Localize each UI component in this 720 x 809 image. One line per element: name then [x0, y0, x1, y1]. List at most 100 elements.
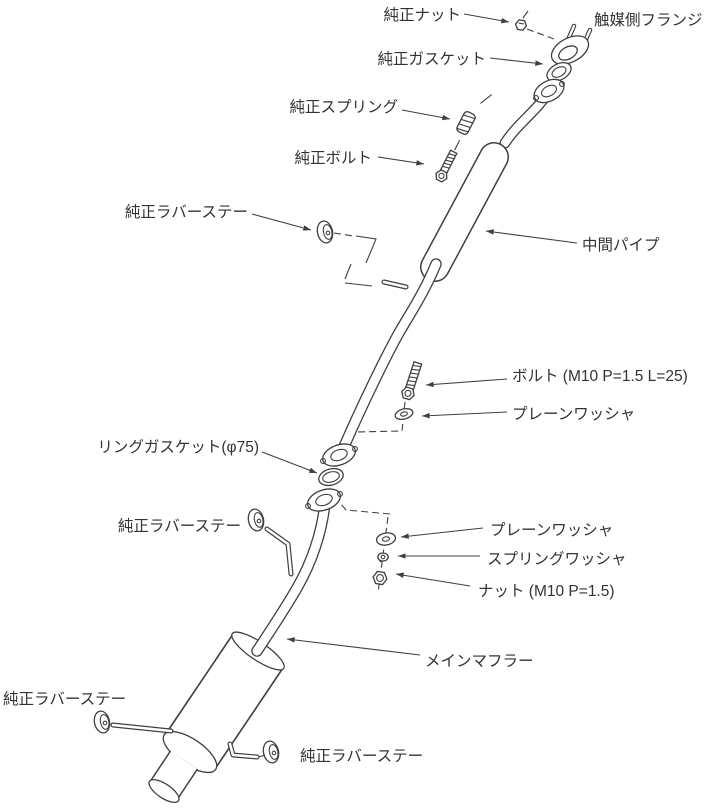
mid-flange-lower-ear-1 [337, 491, 343, 497]
leader-plain-washer-2 [400, 527, 484, 539]
ring-gasket-bore [322, 471, 340, 483]
label-rubber-stay-3: 純正ラバーステー [3, 690, 126, 708]
genuine-spring-part [456, 94, 493, 135]
label-catalyst-flange: 触媒側フランジ [594, 11, 703, 29]
leader-arrows [251, 13, 578, 656]
spring-washer-hole [380, 554, 386, 560]
mid-flange-lower [307, 488, 341, 512]
label-junsei-bolt: 純正ボルト [294, 149, 372, 167]
label-nut-m10: ナット (M10 P=1.5) [478, 583, 615, 600]
spring-axis-line [480, 94, 493, 104]
muffler-right-hanger-rod-fill [228, 742, 259, 759]
catalyst-flange-part [550, 23, 593, 65]
leader-bolt-m10 [425, 378, 508, 388]
nut-m10-face [376, 574, 384, 582]
muffler-left-hanger-rod-fill [111, 723, 173, 733]
hanger-rods [110, 235, 409, 760]
front-flange-plate [533, 78, 565, 104]
resonator-fill [421, 143, 508, 281]
dash-grommet-to-hook [333, 232, 354, 237]
nut-m10-hex [372, 570, 388, 586]
muffler-fill [165, 634, 283, 769]
spring-washer-part [377, 552, 389, 563]
leader-ring-gasket [261, 451, 318, 474]
washer1-outer [394, 407, 414, 421]
bolt-threads [442, 153, 456, 169]
label-plain-washer-1: プレーンワッシャ [512, 405, 635, 423]
label-ring-gasket: リングガスケット(φ75) [97, 438, 259, 456]
rubber-stay-grommet-2 [245, 507, 267, 533]
plain-washer-part-2 [375, 532, 397, 546]
label-rubber-stay-1: 純正ラバーステー [125, 203, 248, 221]
bolt-head-face [438, 172, 445, 180]
label-rubber-stay-4: 純正ラバーステー [300, 747, 423, 765]
leader-junsei-spring [401, 109, 451, 121]
nut-face-line [518, 22, 525, 25]
rubber-stay-grommet-1 [314, 219, 336, 245]
leader-rubber-stay-1 [251, 213, 312, 231]
leader-main-muffler [286, 637, 421, 656]
main-muffler-body [148, 631, 285, 804]
leader-junsei-gasket [489, 57, 544, 66]
washer1-hole [400, 411, 408, 417]
front-pipe-flange [533, 78, 565, 104]
mid-hanger-rod-fill [265, 527, 293, 576]
gasket-inner [551, 66, 567, 78]
genuine-bolt-part [435, 140, 461, 183]
mid-flange-upper-ear-2 [320, 458, 326, 464]
front-flange-bore [541, 84, 557, 98]
washer2-hole [381, 536, 391, 542]
labels: 純正ナット 触媒側フランジ 純正ガスケット 純正スプリング 純正ボルト 純正ラバ… [3, 6, 703, 765]
label-chukan-pipe: 中間パイプ [582, 236, 660, 254]
spring-washer-outer [377, 552, 389, 562]
spring-coils [456, 114, 476, 133]
genuine-gasket-part [546, 62, 572, 82]
mid-flange-upper-bore [330, 448, 348, 462]
nut-stud-stub [522, 10, 529, 19]
mid-pipe-fill [338, 259, 441, 454]
spring-washer-split [378, 559, 382, 563]
inlet-pipe-fill [252, 498, 330, 656]
intermediate-pipe [337, 85, 555, 455]
hanger-hook [355, 235, 377, 264]
bolt-m10-part [401, 360, 423, 401]
label-junsei-nut: 純正ナット [383, 6, 461, 24]
bolt-head [435, 169, 448, 183]
leader-chukan-pipe [485, 229, 578, 244]
plain-washer-part-1 [394, 407, 414, 421]
leader-junsei-bolt [377, 156, 425, 166]
dash-stack-to-joint [339, 502, 391, 515]
leader-nut-m10 [395, 572, 471, 587]
leader-junsei-nut [463, 13, 510, 24]
mid-flange-lower-ear-2 [305, 503, 311, 509]
mid-flange-lower-bore [315, 493, 333, 507]
mid-hanger-rod [264, 526, 294, 577]
front-flange-ear-2 [533, 95, 539, 101]
rubber-stay-grommet-3 [91, 709, 113, 735]
washer2-outer [375, 532, 397, 546]
front-flange-ear-1 [559, 81, 565, 87]
label-bolt-m10: ボルト (M10 P=1.5 L=25) [512, 367, 688, 385]
resonator-hanger-rod-fill [382, 280, 408, 289]
mid-flange-upper-ear-1 [352, 446, 358, 452]
bolt-m10-head-face [404, 389, 412, 397]
hanger-hook-bracket [344, 263, 373, 287]
label-plain-washer-2: プレーンワッシャ [490, 521, 613, 539]
bolt-m10-head [401, 386, 415, 401]
label-main-muffler: メインマフラー [425, 653, 534, 670]
genuine-nut-part [514, 19, 528, 31]
ring-gasket-part [318, 467, 344, 487]
label-junsei-gasket: 純正ガスケット [377, 50, 486, 68]
label-junsei-spring: 純正スプリング [289, 98, 398, 116]
rubber-stay-grommet-4 [260, 739, 282, 765]
nut-hex [514, 19, 528, 31]
label-spring-washer: スプリングワッシャ [487, 550, 627, 568]
catalyst-flange-bore [558, 45, 578, 61]
bolt-shaft [439, 149, 458, 174]
bolt-m10-threads [406, 364, 421, 387]
leader-plain-washer-1 [421, 411, 508, 419]
mid-flange-upper [322, 443, 356, 467]
muffler-inlet-pipe [251, 497, 331, 657]
